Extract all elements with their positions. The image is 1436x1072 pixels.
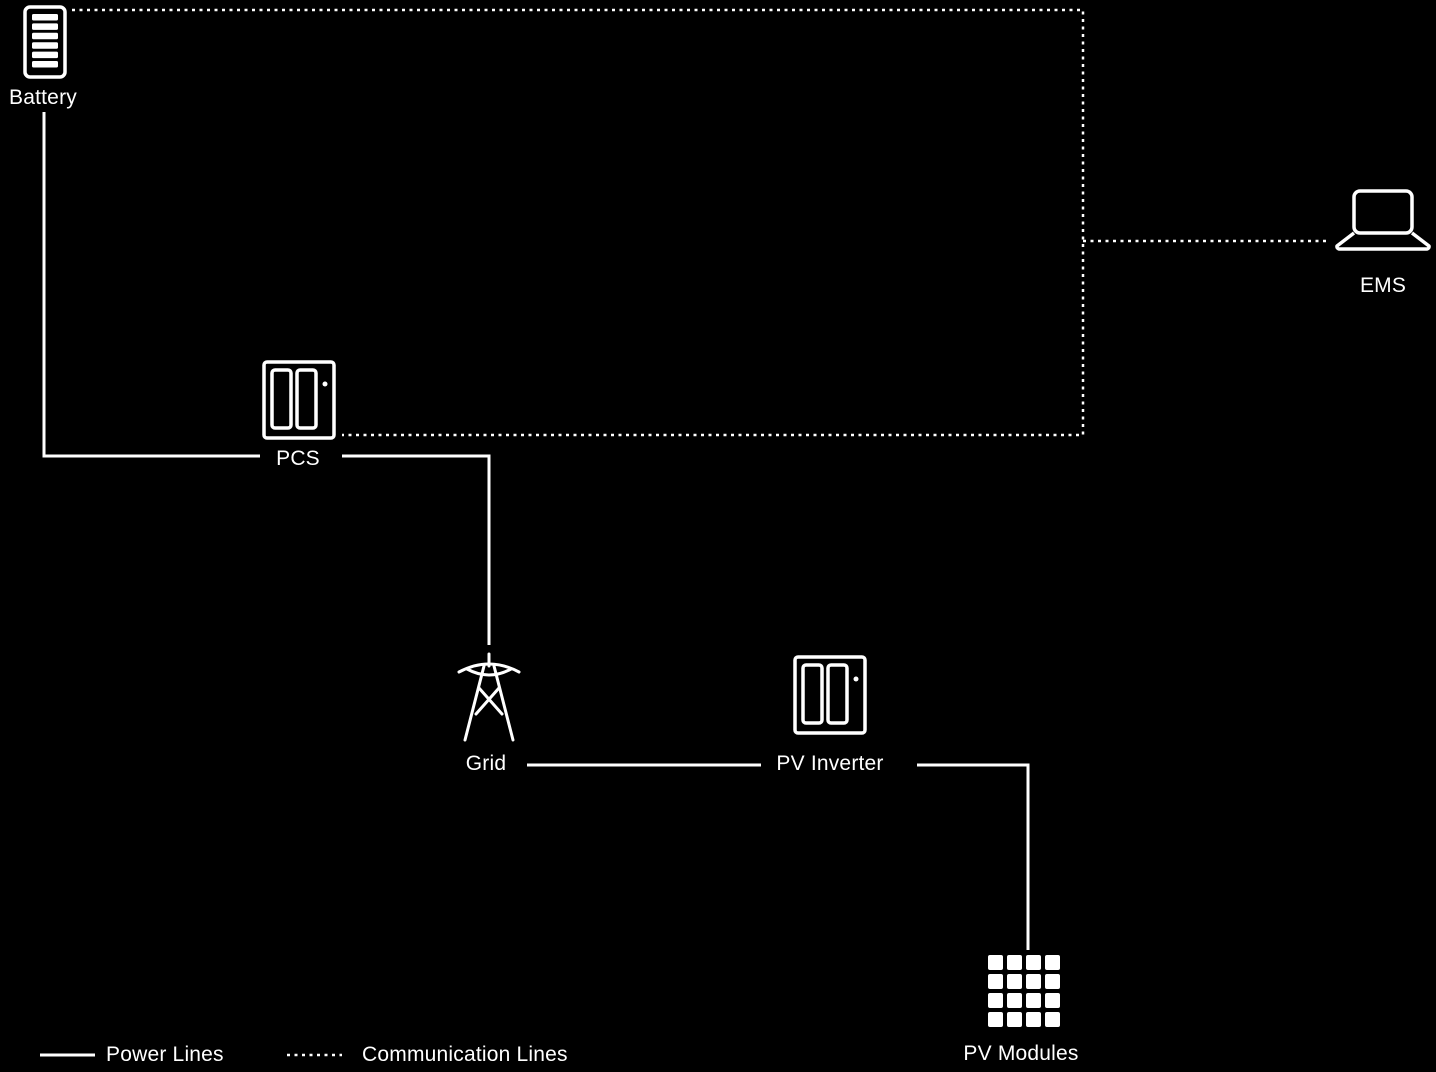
node-pcs: [262, 360, 336, 445]
node-grid: [457, 650, 521, 747]
ems-label: EMS: [1359, 274, 1407, 297]
pv-inverter-label: PV Inverter: [776, 752, 884, 775]
pcs-label: PCS: [276, 447, 320, 470]
transmission-tower-icon: [457, 652, 521, 742]
power-cabinet-icon: [262, 360, 336, 440]
power-line-battery-pcs: [42, 112, 260, 458]
communication-lines-group: [72, 8, 1330, 437]
node-ems: [1330, 189, 1436, 256]
battery-icon: [23, 5, 67, 79]
node-battery: [23, 5, 67, 84]
power-line-pvinverter-pvmodules: [917, 763, 1030, 950]
comm-line-battery-pcs-ems: [72, 8, 1085, 437]
grid-label: Grid: [465, 752, 507, 775]
power-cabinet-icon: [793, 655, 867, 735]
battery-label: Battery: [9, 86, 77, 109]
legend-power-lines-label: Power Lines: [106, 1043, 224, 1066]
node-pv-inverter: [793, 655, 867, 740]
pv-modules-label: PV Modules: [963, 1042, 1079, 1065]
power-lines-group: [42, 112, 1030, 950]
laptop-icon: [1335, 189, 1431, 251]
power-line-pcs-grid: [342, 454, 491, 645]
node-pv-modules: [988, 955, 1060, 1032]
solar-panel-icon: [988, 955, 1060, 1027]
legend-communication-lines-label: Communication Lines: [362, 1043, 568, 1066]
